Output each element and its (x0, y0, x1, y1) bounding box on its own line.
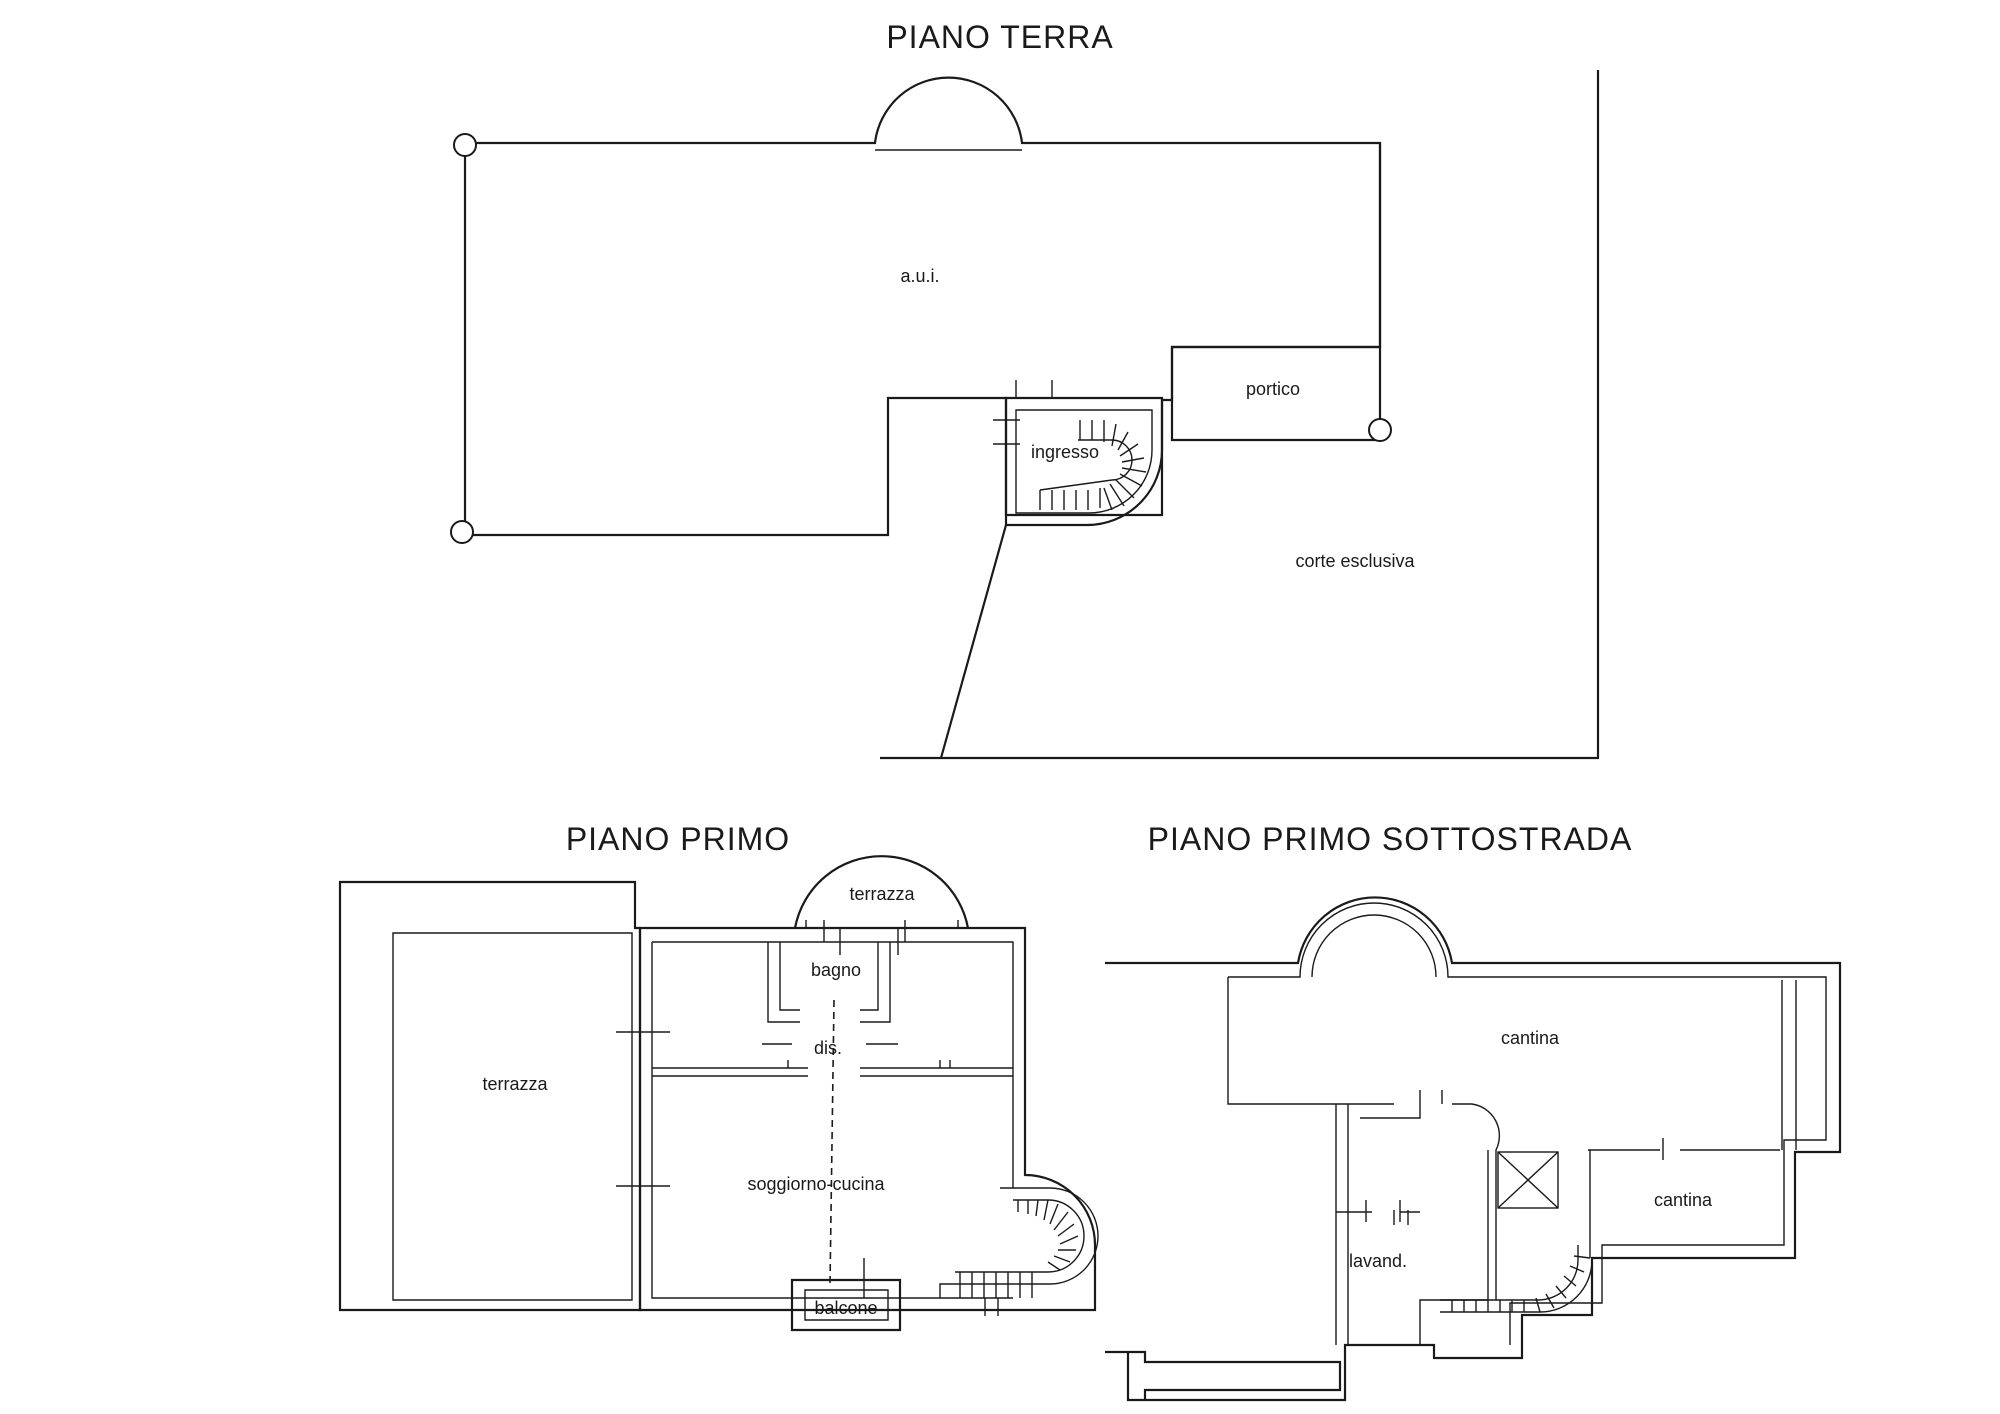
shaft-cross (1497, 1151, 1559, 1209)
basement-inner-wall (1227, 902, 1827, 1345)
ground-floor-plan: PIANO TERRA a.u.i. portico ingresso cort… (450, 19, 1600, 760)
terrazza-large-inner (392, 932, 633, 1301)
room-label-portico: portico (1246, 379, 1300, 399)
corte-outline (880, 70, 1600, 760)
bagno-walls (767, 942, 891, 1023)
first-floor-plan: PIANO PRIMO terrazza bagno dis. terra (338, 821, 1099, 1332)
room-label-bagno: bagno (811, 960, 861, 980)
ingresso-outline (1004, 396, 1164, 527)
room-label-cantina-main: cantina (1501, 1028, 1560, 1048)
basement-outer-wall (1105, 896, 1842, 1402)
basement-partitions (1335, 1090, 1780, 1345)
column-marker (453, 133, 477, 157)
ground-floor-title: PIANO TERRA (886, 19, 1113, 55)
first-floor-title: PIANO PRIMO (566, 821, 790, 857)
column-marker (1368, 418, 1392, 442)
basement-inner-curve (1311, 914, 1437, 978)
basement-floor-plan: PIANO PRIMO SOTTOSTRADA cantina cantina … (1105, 821, 1842, 1402)
room-label-lavand: lavand. (1349, 1251, 1407, 1271)
first-floor-stair (939, 1187, 1099, 1316)
terrazza-large-outline (338, 880, 642, 1312)
terrazza-small-inner (805, 920, 959, 929)
room-label-terrazza-large: terrazza (482, 1074, 548, 1094)
first-floor-inner-wall (651, 941, 1014, 1299)
room-label-dis: dis. (814, 1038, 842, 1058)
basement-stair (1440, 1245, 1593, 1313)
basement-floor-title: PIANO PRIMO SOTTOSTRADA (1148, 821, 1633, 857)
aui-outline (463, 76, 1382, 537)
cantina-right-wall (1781, 980, 1797, 1150)
room-label-cantina-small: cantina (1654, 1190, 1713, 1210)
dis-walls (652, 1067, 1013, 1077)
lavand-walls (1336, 1200, 1420, 1222)
room-label-balcone: balcone (814, 1298, 877, 1318)
room-label-aui: a.u.i. (900, 266, 939, 286)
balcone-inner (804, 1258, 889, 1321)
column-marker (450, 520, 474, 544)
room-label-corte: corte esclusiva (1295, 551, 1415, 571)
first-floor-outer-wall (638, 926, 1097, 1312)
ingresso-door-marks (993, 380, 1053, 445)
basement-bottom-strip (1105, 1350, 1342, 1400)
room-label-ingresso: ingresso (1031, 442, 1099, 462)
terrazza-small-outline (793, 855, 970, 929)
ingresso-stair-treads (1039, 420, 1147, 511)
ingresso-inner-wall (1015, 409, 1153, 514)
room-label-terrazza-small: terrazza (849, 884, 915, 904)
room-label-soggiorno: soggiorno-cucina (747, 1174, 885, 1194)
shaft-box (1497, 1151, 1559, 1209)
door-marks-first (616, 920, 951, 1187)
